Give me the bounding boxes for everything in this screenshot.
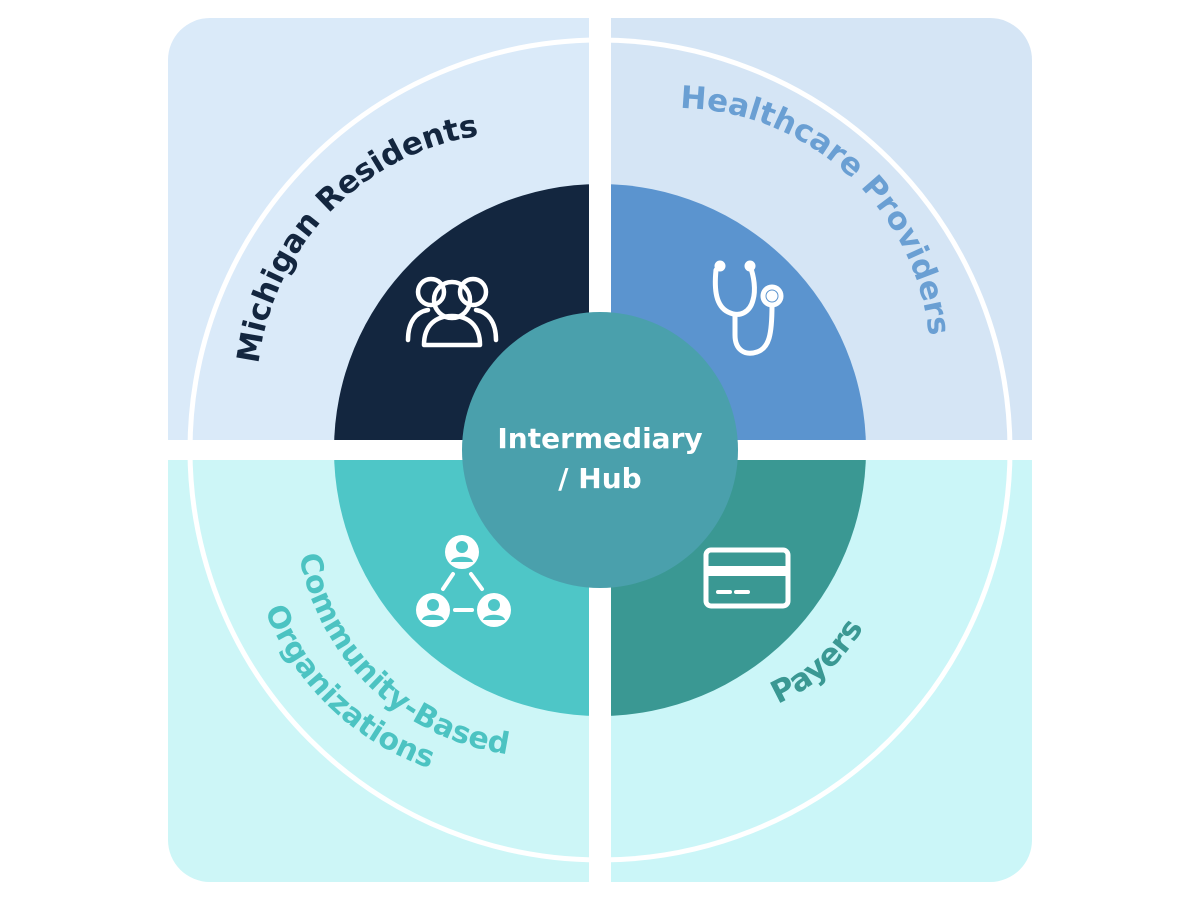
hub-label-line1: Intermediary xyxy=(497,422,702,455)
people-group-icon xyxy=(405,276,499,348)
network-people-icon xyxy=(416,535,511,627)
credit-card-icon xyxy=(703,547,791,609)
stethoscope-icon xyxy=(712,260,784,356)
hub-label-line2: / Hub xyxy=(558,462,641,495)
hub-circle[interactable] xyxy=(462,312,738,588)
